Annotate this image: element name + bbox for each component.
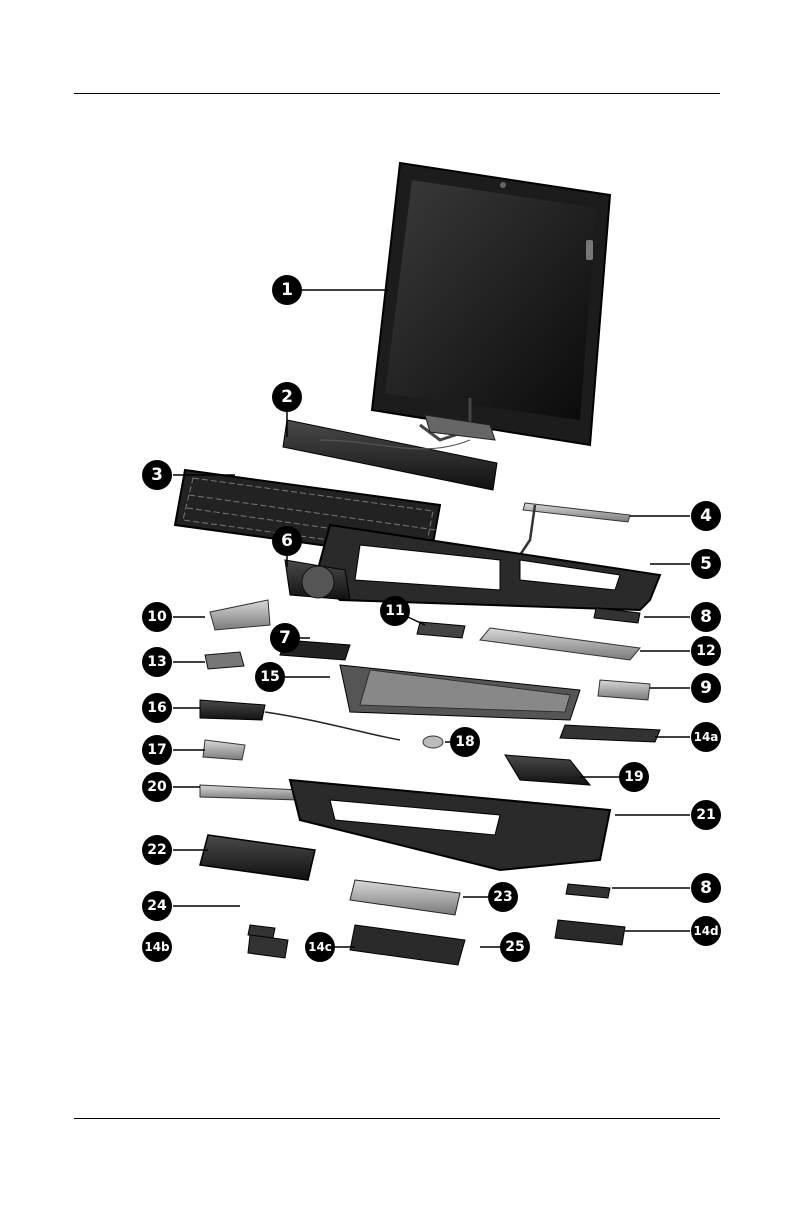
callout-8-top: 8 (691, 602, 721, 632)
callout-number: 20 (147, 779, 167, 795)
cover-14a (560, 725, 660, 742)
callout-number: 11 (385, 603, 404, 619)
pc-card (598, 680, 650, 700)
heat-sink (210, 600, 270, 630)
rtc-battery (423, 736, 443, 748)
system-board (340, 665, 580, 720)
callout-11: 11 (380, 596, 410, 626)
callout-15: 15 (255, 662, 285, 692)
cover-14d (555, 920, 625, 945)
callout-10: 10 (142, 602, 172, 632)
callout-22: 22 (142, 835, 172, 865)
callout-number: 15 (260, 669, 279, 685)
callout-4: 4 (691, 501, 721, 531)
callout-19: 19 (619, 762, 649, 792)
callout-14c: 14c (305, 932, 335, 962)
callout-number: 24 (147, 898, 167, 914)
callout-7: 7 (270, 623, 300, 653)
callout-2: 2 (272, 382, 302, 412)
callout-number: 6 (281, 531, 293, 551)
callout-14d: 14d (691, 916, 721, 946)
callout-20: 20 (142, 772, 172, 802)
callout-number: 8 (700, 878, 712, 898)
memory-module-bottom (566, 884, 610, 898)
callout-number: 16 (147, 700, 166, 716)
processor (205, 652, 244, 669)
part-16 (200, 700, 265, 720)
hard-drive (350, 880, 460, 915)
callout-number: 14b (144, 940, 170, 954)
callout-14a: 14a (691, 722, 721, 752)
callout-9: 9 (691, 673, 721, 703)
callout-21: 21 (691, 800, 721, 830)
battery-pack (200, 835, 315, 880)
callout-number: 14c (308, 940, 332, 954)
callout-number: 19 (624, 769, 643, 785)
callout-8-bottom: 8 (691, 873, 721, 903)
bracket-4 (523, 503, 630, 522)
callout-6: 6 (272, 526, 302, 556)
callout-13: 13 (142, 647, 172, 677)
callout-number: 17 (147, 742, 166, 758)
callout-14b: 14b (142, 932, 172, 962)
callout-number: 5 (700, 554, 712, 574)
part-illustrations (175, 163, 660, 965)
callout-number: 2 (281, 387, 293, 407)
callout-3: 3 (142, 460, 172, 490)
base-enclosure (290, 780, 610, 870)
cover-14b (248, 935, 288, 958)
bracket-12 (480, 628, 640, 660)
callout-number: 4 (700, 506, 712, 526)
callout-12: 12 (691, 636, 721, 666)
part-19 (505, 755, 590, 785)
callout-number: 8 (700, 607, 712, 627)
callout-number: 12 (696, 643, 715, 659)
display-assembly (372, 163, 610, 445)
callout-number: 21 (696, 807, 715, 823)
callout-24: 24 (142, 891, 172, 921)
callout-number: 22 (147, 842, 166, 858)
callout-number: 18 (455, 734, 474, 750)
speaker (203, 740, 245, 760)
callout-number: 13 (147, 654, 166, 670)
callout-number: 3 (151, 465, 163, 485)
callout-number: 14d (693, 924, 718, 938)
callout-18: 18 (450, 727, 480, 757)
callout-number: 23 (493, 889, 512, 905)
callout-23: 23 (488, 882, 518, 912)
callout-25: 25 (500, 932, 530, 962)
callout-number: 7 (279, 628, 291, 648)
callout-16: 16 (142, 693, 172, 723)
part-20 (200, 785, 300, 800)
callout-5: 5 (691, 549, 721, 579)
callout-number: 9 (700, 678, 712, 698)
callout-number: 1 (281, 280, 293, 300)
callout-1: 1 (272, 275, 302, 305)
cover-14c (350, 925, 465, 965)
top-cover (315, 525, 660, 610)
callout-17: 17 (142, 735, 172, 765)
callout-number: 14a (694, 730, 719, 744)
callout-number: 10 (147, 609, 167, 625)
callout-number: 25 (505, 939, 524, 955)
